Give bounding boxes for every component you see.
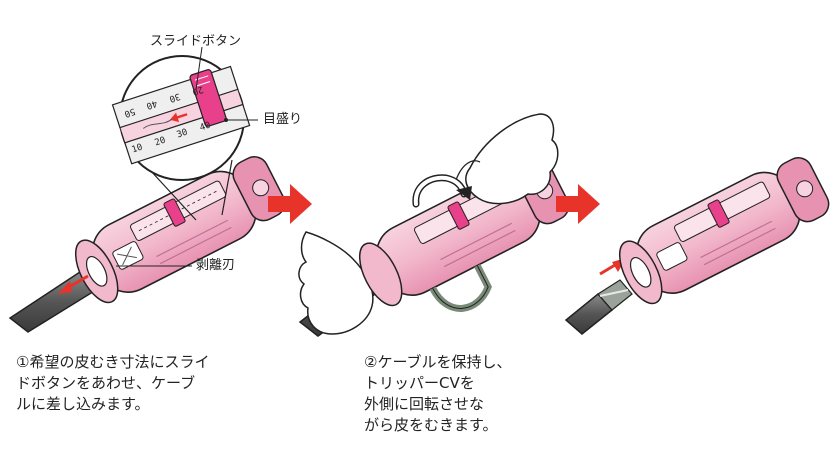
caption-line: ②ケーブルを保持し、 bbox=[364, 353, 512, 371]
insert-arrow bbox=[58, 281, 72, 294]
slide-button-leader bbox=[195, 46, 203, 91]
step-1-caption: ①希望の皮むき寸法にスライ ドボタンをあわせ、ケーブ ルに差し込みます。 bbox=[16, 352, 209, 415]
scale-number: 50 bbox=[122, 105, 136, 119]
label-blade: 剥離刃 bbox=[196, 258, 236, 273]
next-arrow-1 bbox=[268, 184, 312, 224]
next-arrow-2 bbox=[556, 184, 600, 224]
step2-illustration bbox=[298, 113, 570, 337]
slide-button-zoomed bbox=[189, 69, 227, 127]
label-scale-marks: 目盛り bbox=[263, 112, 303, 127]
label-slide-button: スライドボタン bbox=[150, 34, 242, 49]
caption-line: 外側に回転させな bbox=[364, 395, 485, 413]
step-2-caption: ②ケーブルを保持し、 トリッパーCVを 外側に回転させな がら皮をむきます。 bbox=[364, 352, 512, 436]
right-hand bbox=[465, 113, 559, 205]
caption-line: ①希望の皮むき寸法にスライ bbox=[16, 353, 210, 371]
step3-illustration bbox=[564, 157, 830, 335]
step1-illustration bbox=[8, 46, 286, 333]
caption-line: ルに差し込みます。 bbox=[16, 395, 150, 413]
caption-line: がら皮をむきます。 bbox=[364, 416, 498, 434]
stripper-tool bbox=[618, 157, 830, 305]
caption-line: トリッパーCVを bbox=[364, 374, 475, 392]
left-hand bbox=[298, 231, 374, 335]
rotate-arrow bbox=[456, 186, 472, 200]
caption-line: ドボタンをあわせ、ケーブ bbox=[16, 374, 196, 392]
